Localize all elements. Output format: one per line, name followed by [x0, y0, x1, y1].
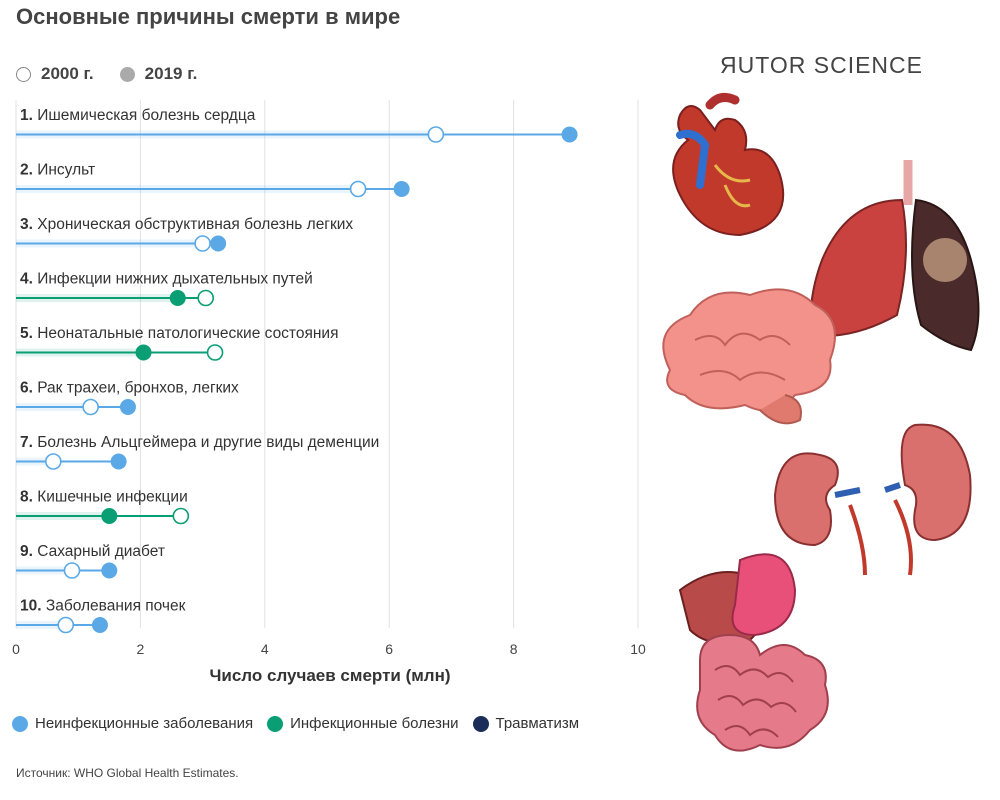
x-tick-label: 2: [137, 641, 145, 657]
brain-icon: [662, 288, 836, 425]
legend-item-2000[interactable]: 2000 г.: [16, 64, 94, 84]
row-label: 6. Рак трахеи, бронхов, легких: [20, 380, 239, 397]
legend-label-2000: 2000 г.: [41, 64, 94, 83]
point-2000: [194, 235, 211, 252]
filled-circle-icon: [119, 66, 135, 82]
point-2019: [101, 562, 118, 579]
point-2000: [82, 398, 99, 416]
noncommunicable-dot-icon: [12, 715, 28, 732]
legend-label-injuries: Травматизм: [495, 715, 580, 732]
row-label: 10. Заболевания почек: [20, 598, 186, 615]
x-tick-label: 6: [385, 641, 393, 657]
point-2019: [91, 617, 108, 633]
x-tick-label: 0: [12, 641, 20, 657]
point-2000: [172, 507, 190, 525]
row-label: 7. Болезнь Альцгеймера и другие виды дем…: [20, 434, 379, 451]
category-legend: Неинфекционные заболевания Инфекционные …: [12, 715, 593, 732]
legend-label-2019: 2019 г.: [144, 64, 198, 83]
point-2019: [210, 235, 227, 252]
lungs-icon: [809, 160, 980, 352]
x-tick-label: 10: [630, 641, 646, 657]
point-2000: [57, 616, 75, 634]
point-2000: [197, 289, 215, 307]
dumbbell-chart: 0 2 4 6 8 10 1. Ишемическая болезнь сердца 2. И…: [12, 100, 646, 657]
legend-label-communicable: Инфекционные болезни: [290, 715, 459, 732]
legend-item-2019[interactable]: 2019 г.: [119, 64, 198, 84]
point-2000: [206, 344, 224, 361]
point-2019: [119, 399, 136, 415]
point-2019: [393, 181, 410, 197]
injuries-dot-icon: [472, 715, 489, 732]
legend-item-communicable[interactable]: Инфекционные болезни: [267, 715, 459, 732]
x-tick-label: 4: [261, 641, 269, 657]
organ-illustrations: [662, 92, 980, 752]
source-note: Источник: WHO Global Health Estimates.: [16, 766, 239, 780]
point-2019: [135, 344, 152, 361]
point-2000: [45, 453, 62, 470]
row-label: 5. Неонатальные патологические состояния: [20, 325, 339, 342]
row-label: 1. Ишемическая болезнь сердца: [20, 107, 256, 124]
year-legend: 2000 г. 2019 г.: [16, 64, 223, 84]
heart-icon: [672, 92, 785, 237]
x-axis-label: Число случаев смерти (млн): [209, 666, 451, 685]
row-label: 8. Кишечные инфекции: [20, 489, 188, 506]
brand-logo: ЯUTOR SCIENCE: [720, 52, 923, 78]
open-circle-icon: [16, 66, 31, 82]
chart-title: Основные причины смерти в мире: [16, 4, 401, 29]
point-2019: [561, 126, 578, 143]
legend-item-noncommunicable[interactable]: Неинфекционные заболевания: [12, 715, 253, 732]
point-2019: [110, 453, 127, 470]
row-label: 4. Инфекции нижних дыхательных путей: [20, 271, 313, 288]
x-tick-label: 8: [510, 641, 518, 657]
intestines-icon: [678, 553, 829, 752]
legend-label-noncommunicable: Неинфекционные заболевания: [35, 715, 254, 732]
point-2000: [349, 180, 367, 198]
communicable-dot-icon: [267, 715, 284, 732]
row-label: 9. Сахарный диабет: [20, 543, 165, 560]
point-2000: [427, 126, 445, 143]
point-2019: [101, 508, 118, 524]
row-label: 3. Хроническая обструктивная болезнь лег…: [20, 216, 353, 233]
legend-item-injuries[interactable]: Травматизм: [472, 715, 580, 732]
row-label: 2. Инсульт: [20, 162, 95, 179]
point-2000: [63, 562, 81, 579]
kidneys-icon: [773, 423, 972, 576]
point-2019: [169, 290, 186, 306]
